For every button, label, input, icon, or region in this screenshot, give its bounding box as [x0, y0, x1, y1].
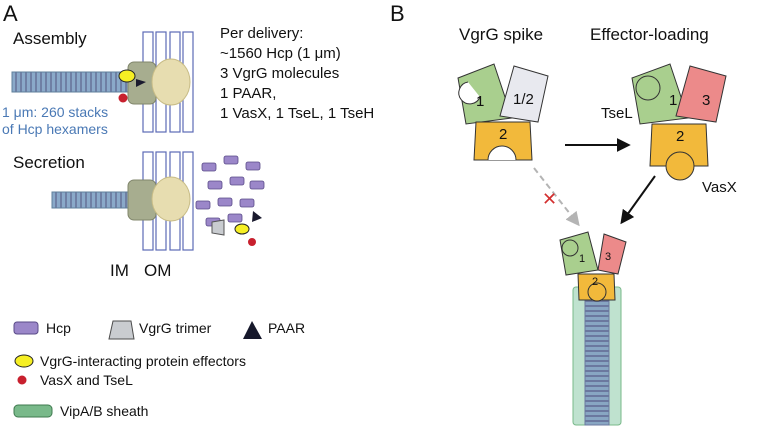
om-label: OM	[144, 261, 172, 280]
released-hcp-2	[223, 155, 239, 165]
legend-sheath-label: VipA/B sheath	[60, 403, 149, 419]
released-hcp-5	[229, 176, 245, 186]
spike-title: VgrG spike	[459, 25, 544, 44]
released-vgrg	[211, 219, 225, 236]
delivery-line-4: 1 VasX, 1 TseL, 1 TseH	[220, 105, 375, 122]
spike-label-1-2: 1/2	[513, 91, 534, 108]
spike-label-2: 2	[499, 126, 508, 143]
delivery-line-3: 1 PAAR,	[220, 85, 277, 102]
spike-label-1: 1	[476, 93, 485, 110]
released-hcp-cloud	[195, 155, 265, 227]
loaded-subunit-2	[649, 123, 709, 167]
released-hcp-9	[239, 198, 255, 208]
secretion-heading: Secretion	[13, 153, 85, 172]
tube-subunit-3	[597, 233, 627, 275]
spike-subunit-2	[473, 121, 533, 161]
spike-trimer	[457, 63, 549, 161]
loading-title: Effector-loading	[590, 25, 709, 44]
assembly-tube	[11, 71, 133, 93]
tube-label-1: 1	[579, 253, 586, 265]
assembly-arrow	[620, 175, 656, 225]
blocked-x-mark: ✕	[542, 189, 558, 209]
legend-effector-red	[17, 375, 27, 385]
legend-vgrg-swatch	[108, 320, 135, 340]
released-hcp-7	[195, 200, 211, 210]
released-paar	[252, 211, 262, 222]
tsel-label: TseL	[601, 105, 633, 122]
loaded-subunit-3	[675, 65, 727, 123]
released-hcp-11	[227, 213, 243, 223]
legend-effectors-label: VgrG-interacting protein effectors	[40, 353, 246, 369]
released-effector-red	[248, 238, 256, 246]
vasx-label: VasX	[702, 179, 737, 196]
loaded-label-3: 3	[702, 92, 711, 109]
vasx-effector	[665, 151, 695, 181]
legend-sheath-swatch	[13, 404, 53, 418]
released-hcp-3	[245, 161, 261, 171]
released-hcp-1	[201, 162, 217, 172]
released-hcp-4	[207, 180, 223, 190]
loaded-trimer	[631, 63, 727, 181]
tube-label-2: 2	[592, 276, 599, 288]
legend-paar-swatch	[243, 321, 262, 339]
loaded-label-1: 1	[669, 92, 678, 109]
delivery-line-1: ~1560 Hcp (1 μm)	[220, 45, 341, 62]
legend-vgrg-label: VgrG trimer	[139, 320, 212, 336]
delivery-line-0: Per delivery:	[220, 25, 304, 42]
assembly-heading: Assembly	[13, 29, 87, 48]
loaded-label-2: 2	[676, 128, 685, 145]
released-effector-yellow	[234, 223, 250, 235]
legend-effector-yellow	[14, 354, 34, 368]
released-hcp-8	[217, 197, 233, 207]
tube-label-3: 3	[605, 251, 612, 263]
paar-marker	[136, 79, 146, 87]
panel-label-b: B	[390, 1, 405, 26]
blocked-arrow	[533, 167, 580, 227]
effector-yellow-marker	[118, 69, 136, 83]
effector-red-marker	[118, 93, 128, 103]
tsel-effector	[635, 75, 661, 101]
im-label: IM	[110, 261, 129, 280]
assembled-tube	[572, 286, 622, 426]
panel-label-a: A	[3, 1, 18, 26]
tube-trimer	[559, 231, 627, 302]
length-note-line-2: of Hcp hexamers	[2, 121, 108, 137]
legend-vasx-tsel-label: VasX and TseL	[40, 372, 133, 388]
length-note-line-1: 1 μm: 260 stacks	[2, 104, 109, 120]
spike-subunit-1-2	[499, 65, 549, 123]
legend-hcp-label: Hcp	[46, 320, 71, 336]
delivery-line-2: 3 VgrG molecules	[220, 65, 340, 82]
released-hcp-6	[249, 180, 265, 190]
legend-hcp-swatch	[13, 321, 39, 335]
baseplate-secretion	[127, 176, 191, 222]
legend-paar-label: PAAR	[268, 320, 306, 336]
